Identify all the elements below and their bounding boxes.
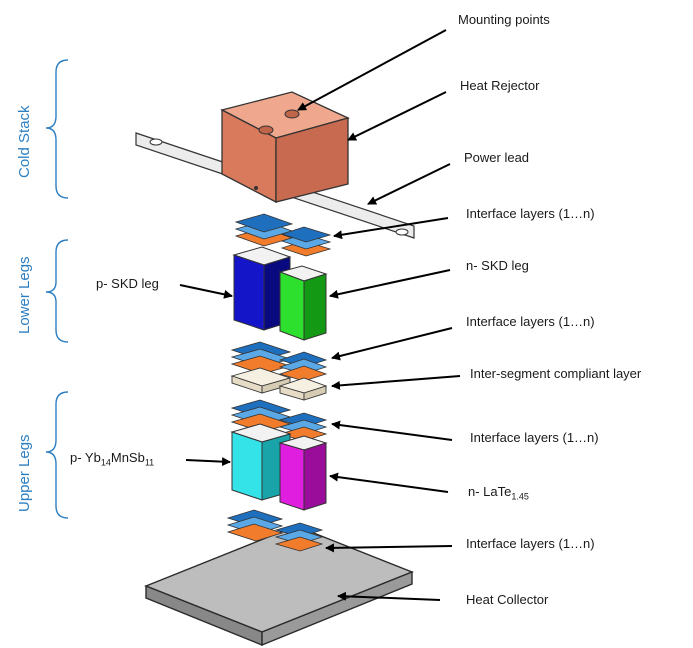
- arrow-interface-1: [333, 217, 449, 240]
- p-yb-label: p- Yb14MnSb11: [70, 450, 154, 468]
- interface-layers-middle: [230, 341, 328, 382]
- interface-layers-bottom: [226, 509, 324, 552]
- arrow-heat-collector: [337, 591, 441, 601]
- interface-layers-label-2: Interface layers (1…n): [466, 314, 595, 329]
- p-yb-label-sub2: 11: [144, 457, 155, 468]
- n-skd-leg: [278, 265, 328, 341]
- lower-legs-brace: [45, 239, 69, 343]
- mounting-hole-2: [258, 125, 274, 135]
- n-late-label: n- LaTe1.45: [468, 484, 529, 502]
- heat-rejector-block: [220, 91, 350, 204]
- heat-rejector-label: Heat Rejector: [460, 78, 540, 93]
- arrow-heat-rejector: [347, 91, 447, 141]
- p-skd-leg-label: p- SKD leg: [96, 276, 159, 291]
- mounting-points-label: Mounting points: [458, 12, 550, 27]
- arrow-n-late: [329, 472, 449, 493]
- p-yb-label-sub1: 14: [100, 457, 111, 468]
- n-late-label-main: n- LaTe: [468, 484, 512, 499]
- upper-legs-brace: [45, 391, 69, 519]
- cold-stack-section-label: Cold Stack: [16, 105, 33, 178]
- inter-segment-label: Inter-segment compliant layer: [470, 366, 642, 381]
- interface-layers-label-3: Interface layers (1…n): [470, 430, 599, 445]
- heat-collector-plate: [144, 525, 414, 647]
- upper-legs-section-label: Upper Legs: [16, 434, 33, 512]
- heat-collector-label: Heat Collector: [466, 592, 549, 607]
- n-skd-leg-label: n- SKD leg: [466, 258, 529, 273]
- interface-layers-label-1: Interface layers (1…n): [466, 206, 595, 221]
- arrow-interface-3: [331, 420, 453, 441]
- arrow-p-yb: [185, 457, 231, 467]
- mounting-hole-1: [284, 109, 300, 119]
- arrow-n-skd-leg: [329, 269, 451, 299]
- interface-layers-label-4: Interface layers (1…n): [466, 536, 595, 551]
- power-lead-label: Power lead: [464, 150, 530, 165]
- arrow-interface-4: [325, 543, 453, 553]
- p-yb-label-b: MnSb: [110, 450, 145, 465]
- cold-stack-brace: [45, 59, 69, 199]
- lower-legs-section-label: Lower Legs: [16, 256, 33, 334]
- inter-segment-compliant-layer: [230, 367, 328, 401]
- n-late-label-sub: 1.45: [511, 491, 529, 502]
- arrow-inter-segment: [331, 375, 461, 390]
- arrow-interface-2: [331, 327, 453, 361]
- interface-layers-top: [234, 213, 332, 257]
- arrow-power-lead: [367, 163, 451, 205]
- n-late145-leg: [278, 435, 328, 511]
- arrow-mounting-points: [297, 29, 447, 111]
- p-yb-label-a: p- Yb: [70, 450, 101, 465]
- arrow-p-skd-leg: [179, 284, 233, 299]
